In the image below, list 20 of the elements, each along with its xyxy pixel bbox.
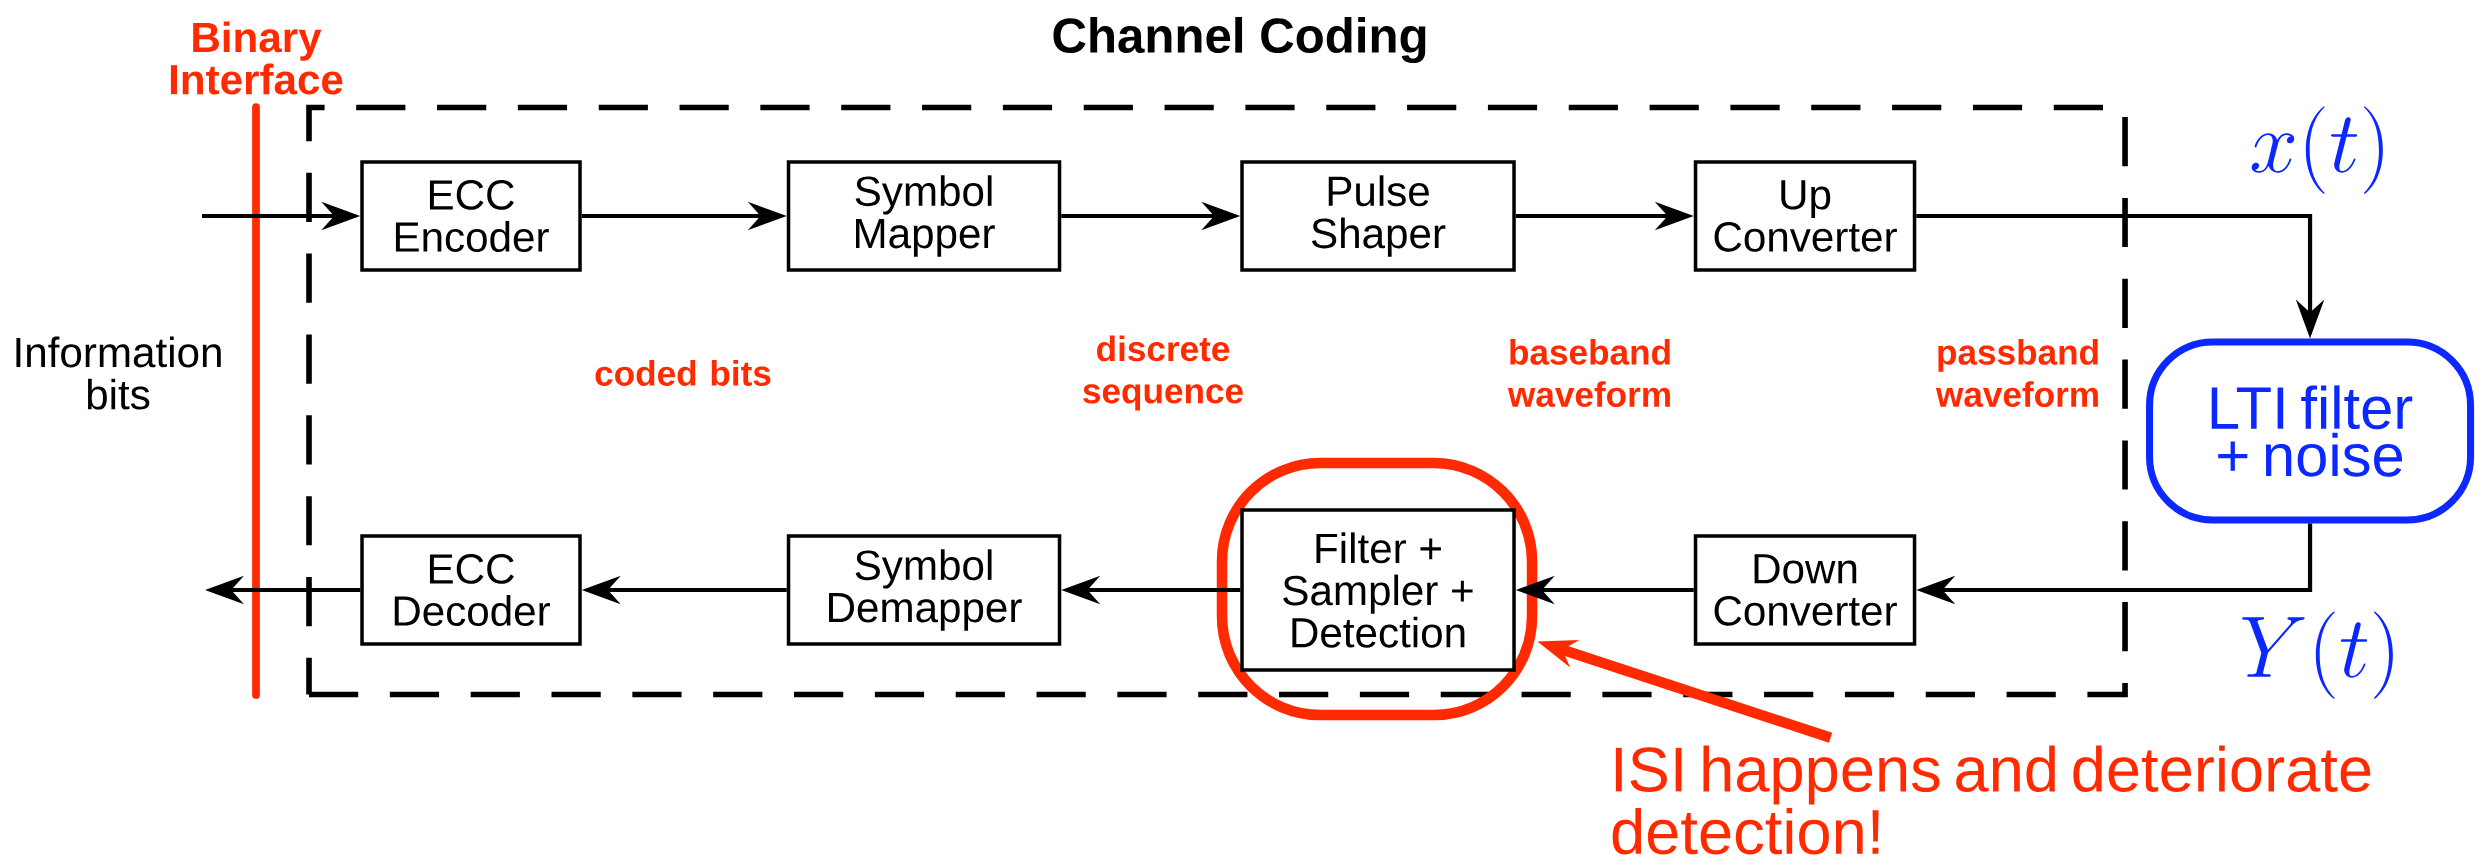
note: ISI happens and deteriorate detection! bbox=[1612, 745, 2371, 855]
signal-label: passband waveform bbox=[1935, 339, 2098, 407]
interface-label: Binary Interface bbox=[170, 21, 343, 95]
process-box: Down Converter bbox=[1693, 534, 1917, 646]
process-box: ECC Decoder bbox=[360, 534, 582, 646]
signal-label: discrete sequence bbox=[1083, 335, 1243, 411]
signal-label: baseband waveform bbox=[1507, 339, 1670, 407]
process-box: ECC Encoder bbox=[360, 160, 582, 272]
signal-formula: $Y(t)$ bbox=[2242, 611, 2393, 699]
highlight-outline bbox=[1216, 457, 1538, 721]
process-box: Pulse Shaper bbox=[1240, 160, 1516, 272]
signal-label: coded bits bbox=[595, 360, 771, 386]
process-box: Symbol Demapper bbox=[786, 534, 1062, 646]
input-label: Information bits bbox=[16, 336, 221, 410]
process-box: Filter + Sampler + Detection bbox=[1240, 508, 1516, 672]
process-box: Symbol Mapper bbox=[786, 160, 1062, 272]
signal-formula: $x(t)$ bbox=[2251, 106, 2383, 194]
title: Channel Coding bbox=[1053, 16, 1426, 64]
channel-box: LTI filter + noise bbox=[2146, 338, 2475, 524]
process-box: Up Converter bbox=[1693, 160, 1917, 272]
